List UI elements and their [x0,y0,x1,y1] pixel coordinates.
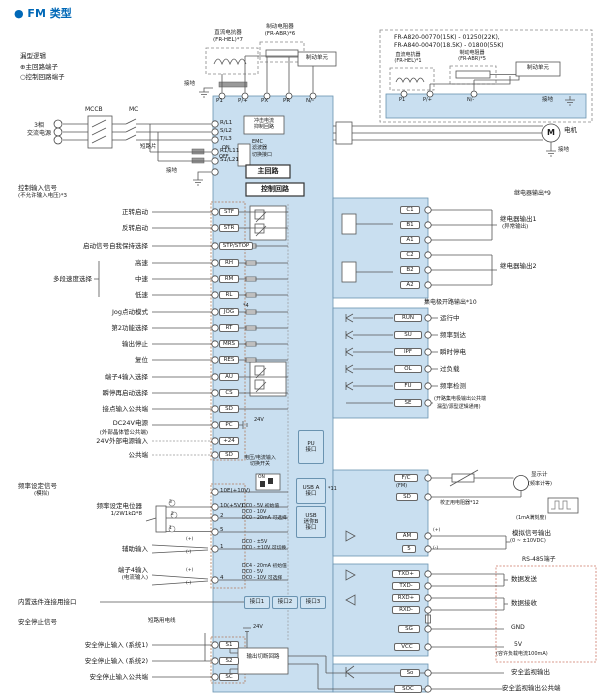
dashed-boundaries [152,29,597,684]
page-title: ● FM 类型 [14,7,72,20]
terminal-circles [53,90,561,693]
wiring [63,55,575,690]
